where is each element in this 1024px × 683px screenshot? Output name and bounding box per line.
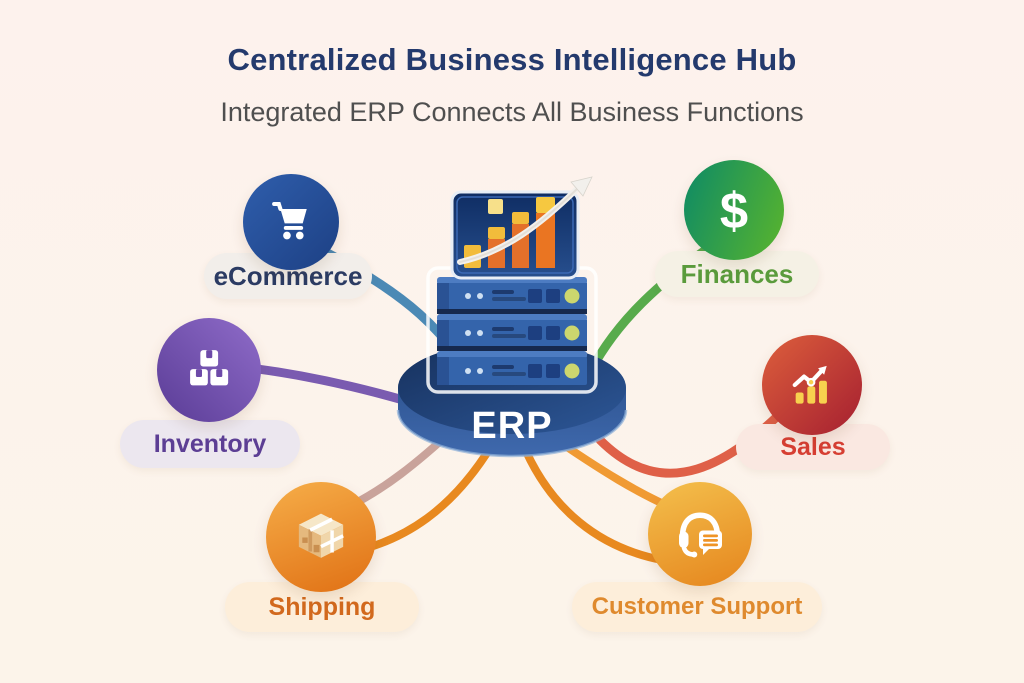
customer-support-node: [648, 482, 752, 586]
erp-label: ERP: [471, 405, 552, 447]
finances-label-text: Finances: [680, 258, 794, 289]
shipping-node: [266, 482, 376, 592]
trend-chart-icon: [792, 365, 827, 404]
erp-server-stack: [426, 266, 598, 394]
shopping-cart-icon: [272, 201, 307, 240]
finances-node: $: [684, 160, 784, 260]
shipping-label-text: Shipping: [268, 592, 376, 621]
inventory-label: Inventory: [120, 420, 300, 468]
headset-icon: [679, 512, 722, 558]
server-unit: [437, 351, 587, 385]
connector-support-lower: [518, 438, 666, 564]
page-subtitle: Integrated ERP Connects All Business Fun…: [220, 97, 804, 127]
inventory-label-text: Inventory: [153, 429, 267, 458]
podium-rim-highlight: [396, 409, 628, 458]
inventory-node: [157, 318, 261, 422]
customer-support-label-text: Customer Support: [591, 593, 803, 620]
erp-dashboard-screen: [450, 176, 593, 280]
server-unit: [437, 277, 587, 314]
customer-support-label: Customer Support: [572, 582, 822, 632]
growth-arrow-icon: [457, 176, 593, 265]
screen-inner-border: [456, 196, 574, 274]
dollar-icon: $: [720, 182, 748, 239]
ecommerce-node: [243, 174, 339, 270]
sales-label: Sales: [736, 424, 890, 470]
sales-node: [762, 335, 862, 435]
server-unit: [437, 314, 587, 351]
boxes-icon: [190, 350, 229, 386]
package-icon: [298, 513, 344, 558]
sales-label-text: Sales: [780, 432, 846, 461]
dollar-glyph: $: [720, 182, 748, 239]
page-title: Centralized Business Intelligence Hub: [227, 42, 797, 77]
